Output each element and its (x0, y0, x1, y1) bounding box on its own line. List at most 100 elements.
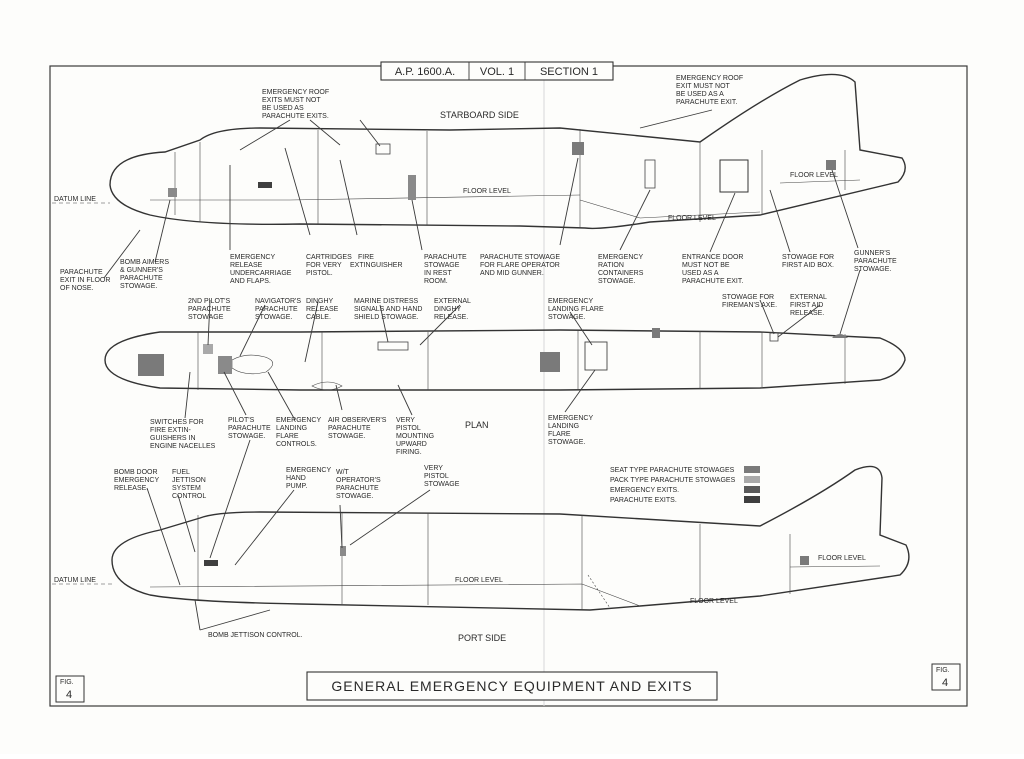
legend-swatch-parachute-exits (744, 496, 760, 503)
plan-marine-signals-mark (377, 341, 409, 351)
callout-2nd-pilot-stowage: 2ND PILOT'S PARACHUTE STOWAGE (188, 298, 231, 321)
svg-text:EMERGENCY: EMERGENCY (548, 298, 593, 305)
svg-text:EXITS MUST NOT: EXITS MUST NOT (262, 97, 321, 104)
svg-text:USED AS A: USED AS A (682, 270, 719, 277)
svg-text:STOWAGE.: STOWAGE. (255, 314, 292, 321)
svg-text:STOWAGE FOR: STOWAGE FOR (722, 294, 774, 301)
svg-text:STOWAGE FOR: STOWAGE FOR (782, 254, 834, 261)
plan-gunner-stowage (832, 334, 848, 338)
header-vol: VOL. 1 (480, 66, 514, 78)
flare-operator-stowage-mark (572, 142, 584, 155)
svg-text:OPERATOR'S: OPERATOR'S (336, 477, 381, 484)
svg-text:EMERGENCY: EMERGENCY (230, 254, 275, 261)
svg-text:SHIELD STOWAGE.: SHIELD STOWAGE. (354, 314, 419, 321)
svg-text:HAND: HAND (286, 475, 306, 482)
callout-external-dinghy-release: EXTERNAL DINGHY RELEASE. (434, 298, 471, 321)
svg-text:PILOT'S: PILOT'S (228, 417, 255, 424)
title-block: GENERAL EMERGENCY EQUIPMENT AND EXITS (306, 671, 718, 701)
plan-pilot-stowage (218, 356, 232, 374)
svg-text:PISTOL.: PISTOL. (306, 270, 333, 277)
diagram-title: GENERAL EMERGENCY EQUIPMENT AND EXITS (331, 678, 692, 694)
leader-lines (103, 109, 861, 631)
svg-text:JETTISON: JETTISON (172, 477, 206, 484)
svg-text:DINGHY: DINGHY (434, 306, 462, 313)
callout-extinguisher-switches: SWITCHES FOR FIRE EXTIN- GUISHERS IN ENG… (150, 419, 216, 450)
svg-text:UNDERCARRIAGE: UNDERCARRIAGE (230, 270, 292, 277)
svg-text:FUEL: FUEL (172, 469, 190, 476)
svg-text:FIG.: FIG. (936, 667, 950, 674)
svg-text:STOWAGE.: STOWAGE. (228, 433, 265, 440)
svg-text:RELEASE.: RELEASE. (114, 485, 148, 492)
gunner-stowage-mark (826, 160, 836, 170)
callout-bomb-aimer-stowage: BOMB AIMERS & GUNNER'S PARACHUTE STOWAGE… (120, 259, 169, 290)
starboard-side-fuselage (52, 73, 906, 230)
port-wt-stowage-mark (340, 546, 346, 556)
svg-text:W/T: W/T (336, 469, 350, 476)
svg-text:PARACHUTE: PARACHUTE (854, 258, 897, 265)
callout-ration-containers: EMERGENCY RATION CONTAINERS STOWAGE. (598, 254, 644, 285)
floor-level-label-port-1: FLOOR LEVEL (455, 577, 503, 584)
svg-text:EMERGENCY: EMERGENCY (598, 254, 643, 261)
plan-nose-parachute-stowage (138, 354, 164, 376)
svg-text:ROOM.: ROOM. (424, 278, 448, 285)
svg-text:FIREMAN'S AXE.: FIREMAN'S AXE. (722, 302, 777, 309)
callout-very-pistol-mounting: VERY PISTOL MOUNTING UPWARD FIRING. (396, 417, 434, 456)
svg-text:SWITCHES FOR: SWITCHES FOR (150, 419, 204, 426)
callout-parachute-exit-nose: PARACHUTE EXIT IN FLOOR OF NOSE. (60, 269, 110, 292)
svg-text:EXTERNAL: EXTERNAL (790, 294, 827, 301)
svg-text:EXTINGUISHER: EXTINGUISHER (350, 262, 403, 269)
callout-cartridges: CARTRIDGES FOR VERY PISTOL. (306, 254, 352, 277)
callout-pilot-stowage: PILOT'S PARACHUTE STOWAGE. (228, 417, 271, 440)
svg-text:FIRE EXTIN-: FIRE EXTIN- (150, 427, 192, 434)
svg-text:ENGINE NACELLES: ENGINE NACELLES (150, 443, 216, 450)
svg-text:RELEASE: RELEASE (230, 262, 263, 269)
legend-swatch-emergency-exits (744, 486, 760, 493)
fig-box-left: FIG. 4 (55, 675, 85, 703)
floor-level-label-starboard-3: FLOOR LEVEL (790, 172, 838, 179)
callout-navigator-stowage: NAVIGATOR'S PARACHUTE STOWAGE. (255, 298, 301, 321)
svg-text:4: 4 (942, 677, 948, 689)
callout-dinghy-release-cable: DINGHY RELEASE CABLE. (306, 298, 339, 321)
svg-text:STOWAGE: STOWAGE (424, 481, 460, 488)
svg-text:STOWAGE: STOWAGE (188, 314, 224, 321)
svg-text:PARACHUTE: PARACHUTE (255, 306, 298, 313)
svg-text:RATION: RATION (598, 262, 624, 269)
svg-text:IN REST: IN REST (424, 270, 452, 277)
floor-level-label-port-3: FLOOR LEVEL (818, 555, 866, 562)
svg-text:FLARE: FLARE (548, 431, 571, 438)
svg-text:PARACHUTE EXIT.: PARACHUTE EXIT. (682, 278, 743, 285)
svg-text:STOWAGE.: STOWAGE. (598, 278, 635, 285)
svg-text:PARACHUTE: PARACHUTE (120, 275, 163, 282)
svg-text:& GUNNER'S: & GUNNER'S (120, 267, 163, 274)
svg-text:STOWAGE.: STOWAGE. (548, 439, 585, 446)
svg-text:MARINE DISTRESS: MARINE DISTRESS (354, 298, 419, 305)
callouts: EMERGENCY ROOF EXITS MUST NOT BE USED AS… (60, 75, 897, 639)
svg-text:GUISHERS IN: GUISHERS IN (150, 435, 196, 442)
svg-text:VERY: VERY (424, 465, 443, 472)
svg-text:AND FLAPS.: AND FLAPS. (230, 278, 271, 285)
svg-text:VERY: VERY (396, 417, 415, 424)
svg-text:LANDING FLARE: LANDING FLARE (548, 306, 604, 313)
svg-text:STOWAGE.: STOWAGE. (854, 266, 891, 273)
svg-text:LANDING: LANDING (276, 425, 307, 432)
callout-entrance-door: ENTRANCE DOOR MUST NOT BE USED AS A PARA… (682, 254, 743, 285)
callout-fireman-axe: STOWAGE FOR FIREMAN'S AXE. (722, 294, 777, 309)
svg-text:SYSTEM: SYSTEM (172, 485, 201, 492)
svg-text:STOWAGE: STOWAGE (424, 262, 460, 269)
callout-very-pistol-stowage: VERY PISTOL STOWAGE (424, 465, 460, 488)
ration-container-mark (644, 159, 656, 189)
plan-axe-mark (769, 332, 779, 342)
svg-text:CABLE.: CABLE. (306, 314, 331, 321)
view-title-plan: PLAN (465, 420, 489, 430)
svg-text:RELEASE: RELEASE (306, 306, 339, 313)
callout-roof-exits-starboard: EMERGENCY ROOF EXITS MUST NOT BE USED AS… (262, 89, 329, 120)
svg-text:CARTRIDGES: CARTRIDGES (306, 254, 352, 261)
header-ref: A.P. 1600.A. (395, 66, 455, 78)
view-title-starboard: STARBOARD SIDE (440, 110, 519, 120)
svg-text:EXTERNAL: EXTERNAL (434, 298, 471, 305)
callout-hand-pump: EMERGENCY HAND PUMP. (286, 467, 331, 490)
svg-text:PARACHUTE: PARACHUTE (328, 425, 371, 432)
svg-text:STOWAGE.: STOWAGE. (548, 314, 585, 321)
callout-marine-distress: MARINE DISTRESS SIGNALS AND HAND SHIELD … (354, 298, 422, 321)
